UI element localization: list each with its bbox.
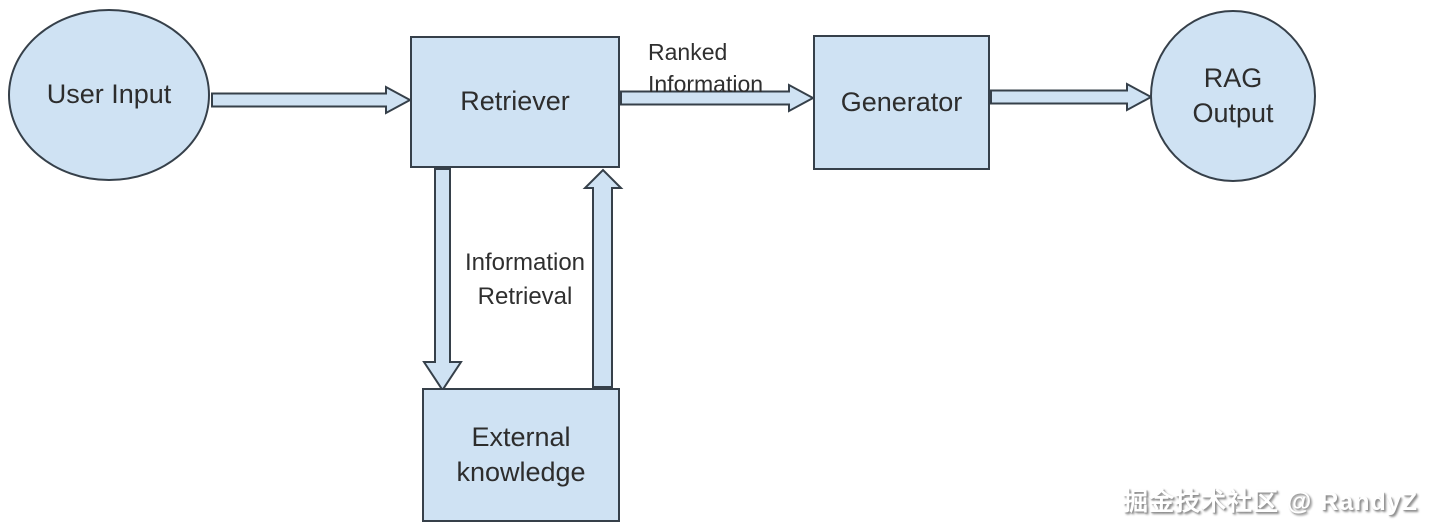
edge-label-information-retrieval: Information Retrieval xyxy=(464,249,586,310)
arrow-user-to-retriever xyxy=(211,85,413,115)
node-generator: Generator xyxy=(813,35,990,170)
node-rag-output: RAG Output xyxy=(1150,10,1316,182)
edge-label-ranked-information: Ranked Information xyxy=(648,39,764,98)
node-user-input-label: User Input xyxy=(46,79,172,110)
node-rag-output-label: RAG Output xyxy=(1192,62,1274,128)
arrow-generator-to-rag-output xyxy=(990,82,1154,112)
node-retriever: Retriever xyxy=(410,36,620,168)
watermark-text: 掘金技术社区 @ RandyZ xyxy=(1123,488,1418,516)
node-external-knowledge: External knowledge xyxy=(422,388,620,522)
node-retriever-label: Retriever xyxy=(460,86,570,117)
node-generator-label: Generator xyxy=(840,86,963,117)
node-external-knowledge-label: External knowledge xyxy=(456,421,586,487)
node-user-input: User Input xyxy=(8,9,210,181)
